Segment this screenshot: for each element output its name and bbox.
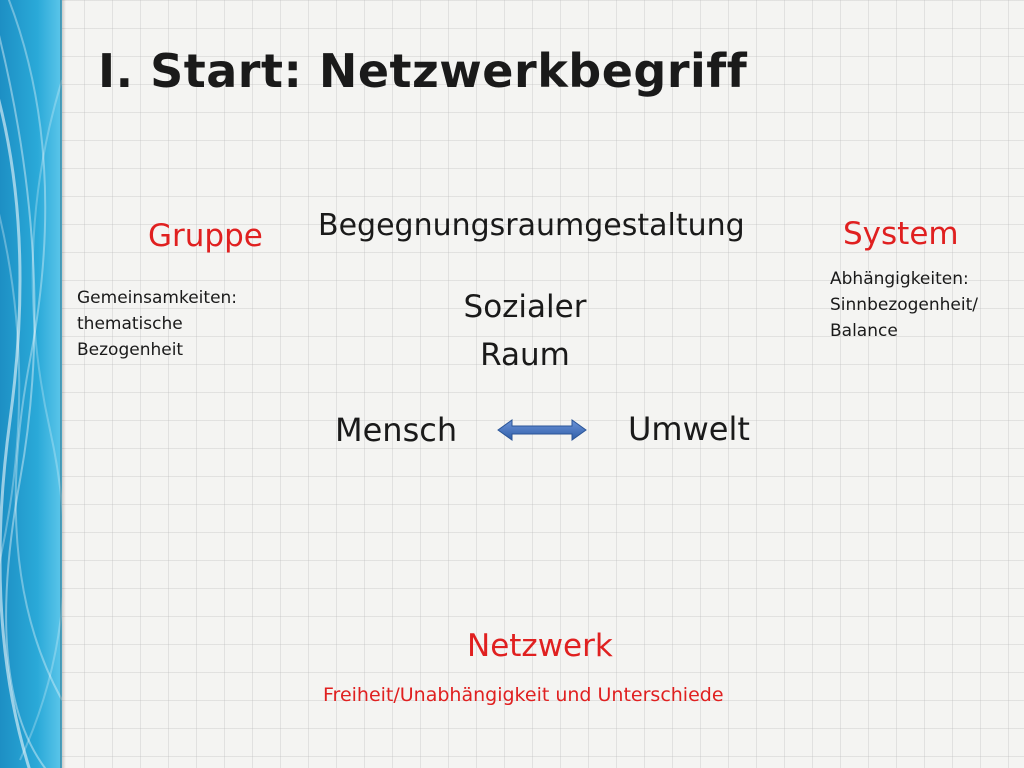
note-system-line: Balance [830,321,898,341]
decorative-wave-pattern [0,0,62,768]
term-mensch: Mensch [335,411,458,449]
social-space-line: Sozialer [463,289,587,325]
netzwerk-subtitle: Freiheit/Unabhängigkeit und Unterschiede [323,684,724,706]
social-space-line: Raum [480,337,570,373]
band-shadow [60,0,66,768]
note-system-line: Abhängigkeiten: [830,269,969,289]
term-umwelt: Umwelt [628,410,750,448]
decorative-left-band [0,0,62,768]
note-gruppe-line: Gemeinsamkeiten: [77,288,238,308]
label-system: System [843,216,959,252]
label-gruppe: Gruppe [148,218,263,254]
label-netzwerk: Netzwerk [467,628,613,664]
slide-title: I. Start: Netzwerkbegriff [98,44,748,98]
center-heading: Begegnungsraumgestaltung [318,208,745,243]
note-gruppe-line: Bezogenheit [77,340,184,360]
note-system-line: Sinnbezogenheit/ [830,295,979,315]
note-gruppe: Gemeinsamkeiten: thematische Bezogenheit [77,285,297,363]
social-space: Sozialer Raum [420,283,630,379]
note-gruppe-line: thematische [77,314,183,334]
note-system: Abhängigkeiten: Sinnbezogenheit/ Balance [830,266,1020,344]
double-headed-arrow-icon [497,419,587,441]
